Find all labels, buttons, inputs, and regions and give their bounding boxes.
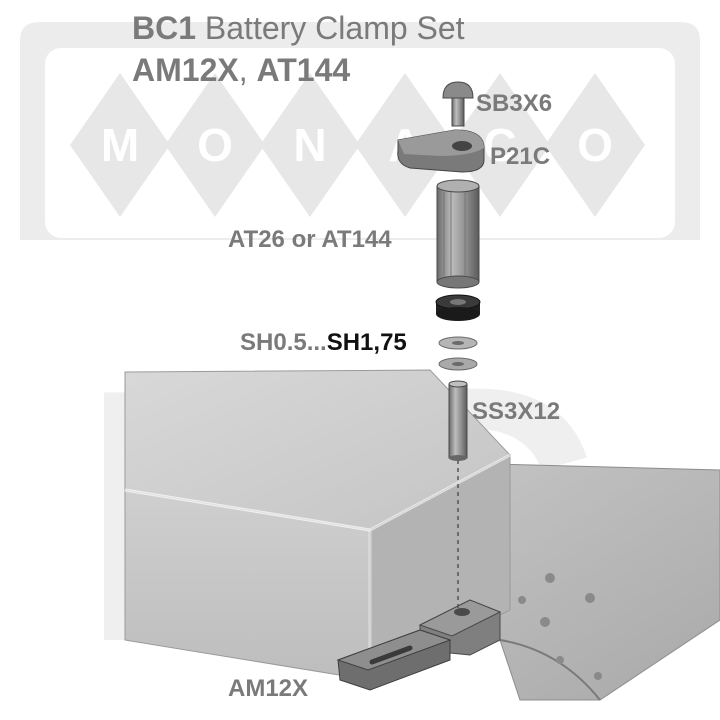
watermark-letter: N (293, 119, 326, 171)
label-am12x: AM12X (228, 675, 309, 702)
label-shims-highlight: SH1,75 (326, 329, 407, 356)
label-shims: SH0.5...SH1,75 (240, 329, 407, 357)
label-spacer: AT26 or AT144 (228, 226, 392, 253)
watermark-diamond (70, 73, 170, 217)
sb3x6-screw-part (442, 81, 474, 127)
label-ss3x12: SS3X12 (472, 398, 561, 425)
watermark-diamond (260, 73, 360, 217)
spacer-cylinder-part (436, 179, 480, 289)
title-line-1: BC1 Battery Clamp Set (132, 10, 465, 47)
label-p21c: P21C (490, 143, 551, 170)
am12x-mount (336, 599, 502, 691)
watermark-diamond (450, 73, 550, 217)
p21c-clamp-arm-part (397, 129, 485, 173)
watermark-diamond (165, 73, 265, 217)
watermark-diamond (545, 73, 645, 217)
title-separator: , (238, 52, 248, 88)
watermark-letter: O (577, 119, 613, 171)
watermark-letter: M (101, 119, 139, 171)
title-model-1: AM12X (132, 52, 239, 88)
rubber-ring-part (435, 294, 481, 321)
title-code: BC1 (132, 10, 197, 46)
label-shims-prefix: SH0.5... (240, 329, 327, 356)
title-name: Battery Clamp Set (204, 10, 465, 46)
watermark-letter: C (483, 119, 516, 171)
watermark-letter: O (197, 119, 233, 171)
label-sb3x6: SB3X6 (476, 90, 553, 117)
ss3x12-stud-part (448, 380, 468, 461)
title-line-2: AM12X, AT144 (132, 52, 350, 89)
shim-washers-part (438, 336, 478, 371)
title-model-2: AT144 (256, 52, 351, 88)
